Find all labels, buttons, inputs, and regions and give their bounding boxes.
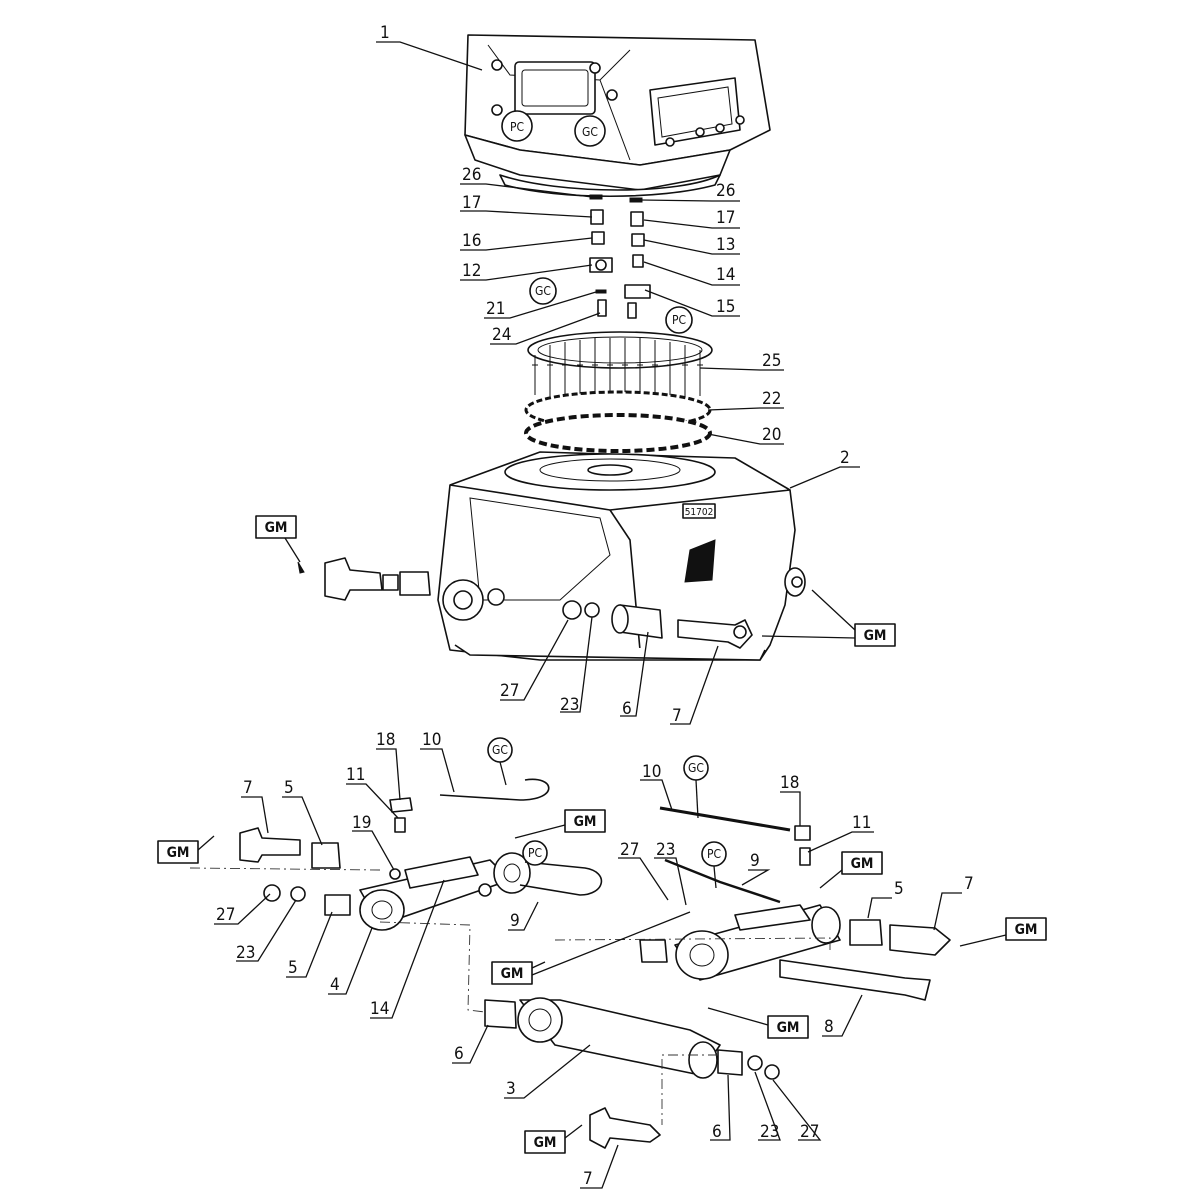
callout-9-left: 9 (510, 911, 520, 931)
callout-24: 24 (492, 325, 511, 345)
callout-labels: 1 26 26 17 17 16 13 12 14 21 15 24 25 22… (214, 23, 974, 1189)
callout-17-left: 17 (462, 193, 481, 213)
grease-tag: GM (167, 845, 190, 861)
callout-26-right: 26 (716, 181, 735, 201)
grease-tag: GM (501, 966, 524, 982)
rotator-top-housing (464, 34, 771, 198)
callout-5-bottom-left: 5 (288, 958, 298, 978)
callout-10-right: 10 (642, 762, 661, 782)
callout-18-right: 18 (780, 773, 799, 793)
rotator-main-body: 51702 (437, 451, 806, 661)
callout-23-body: 23 (560, 695, 579, 715)
port-marker-label: PC (528, 846, 542, 860)
port-marker-pc-fitting: PC (665, 306, 693, 334)
grease-tag: GM (1015, 922, 1038, 938)
port-marker-label: GC (535, 284, 551, 298)
callout-7-body: 7 (672, 706, 682, 726)
callout-25: 25 (762, 351, 781, 371)
port-marker-label: GC (688, 761, 704, 775)
callout-23-right: 23 (656, 840, 675, 860)
callout-20: 20 (762, 425, 781, 445)
housing-serial-marking: 51702 (685, 507, 714, 518)
left-arm-assembly (239, 827, 531, 931)
port-marker-label: GC (582, 125, 598, 139)
grease-tag: GM (534, 1135, 557, 1151)
callout-6-link: 6 (454, 1044, 464, 1064)
callout-15: 15 (716, 297, 735, 317)
grease-tags: GM GM GM GM GM GM GM GM GM (157, 515, 1047, 1154)
callout-22: 22 (762, 389, 781, 409)
callout-8: 8 (824, 1017, 834, 1037)
port-marker-label: GC (492, 743, 508, 757)
bolt-ring-assembly (524, 331, 713, 453)
callout-13: 13 (716, 235, 735, 255)
hose-assemblies (389, 778, 811, 904)
centerline-top (189, 867, 381, 871)
callout-27-body: 27 (500, 681, 519, 701)
hydraulic-fittings-stack (589, 194, 651, 319)
grease-tag: GM (777, 1020, 800, 1036)
callout-5-left: 5 (284, 778, 294, 798)
callout-21: 21 (486, 299, 505, 319)
lower-link-arm (484, 997, 780, 1080)
callout-10-left: 10 (422, 730, 441, 750)
callout-5-right: 5 (894, 879, 904, 899)
callout-7-left: 7 (243, 778, 253, 798)
callout-17-right: 17 (716, 208, 735, 228)
callout-11-right: 11 (852, 813, 871, 833)
port-marker-pc-hose-left: PC (522, 840, 548, 866)
port-marker-label: PC (707, 847, 721, 861)
callout-1: 1 (380, 23, 390, 43)
grease-tag: GM (265, 520, 288, 536)
callout-7-bottom: 7 (583, 1169, 593, 1189)
port-marker-label: PC (510, 120, 524, 134)
grease-tag: GM (851, 856, 874, 872)
callout-19: 19 (352, 813, 371, 833)
callout-14-bottom: 14 (370, 999, 389, 1019)
pin-left-body (324, 557, 431, 601)
callout-27-bottom: 27 (800, 1122, 819, 1142)
callout-14-top: 14 (716, 265, 735, 285)
callout-26-left: 26 (462, 165, 481, 185)
port-marker-pc-top: PC (501, 110, 533, 142)
pin-right-body (677, 619, 753, 649)
port-marker-gc-fitting: GC (529, 277, 557, 305)
callout-6-bottom: 6 (712, 1122, 722, 1142)
callout-16: 16 (462, 231, 481, 251)
port-marker-gc-hose-right: GC (683, 755, 709, 819)
callout-12: 12 (462, 261, 481, 281)
callout-4: 4 (330, 975, 340, 995)
centerline-right (554, 937, 831, 950)
pin-bottom (589, 1107, 661, 1149)
callout-9-right: 9 (750, 851, 760, 871)
callout-6-body: 6 (622, 699, 632, 719)
port-marker-gc-top: GC (574, 115, 606, 147)
port-marker-gc-hose-left: GC (487, 737, 513, 786)
callout-27-left: 27 (216, 905, 235, 925)
right-arm-assembly (639, 904, 951, 1001)
callout-7-right: 7 (964, 874, 974, 894)
port-marker-pc-hose-right: PC (701, 841, 727, 889)
callout-11-left: 11 (346, 765, 365, 785)
grease-tag: GM (864, 628, 887, 644)
centerline-bottom (661, 1054, 718, 1125)
callout-2: 2 (840, 448, 850, 468)
port-marker-label: PC (672, 313, 686, 327)
callout-3: 3 (506, 1079, 516, 1099)
grease-tag: GM (574, 814, 597, 830)
callout-23-bottom: 23 (760, 1122, 779, 1142)
centerline-left (379, 921, 486, 1013)
callout-18-left: 18 (376, 730, 395, 750)
callout-27-right: 27 (620, 840, 639, 860)
callout-23-left: 23 (236, 943, 255, 963)
